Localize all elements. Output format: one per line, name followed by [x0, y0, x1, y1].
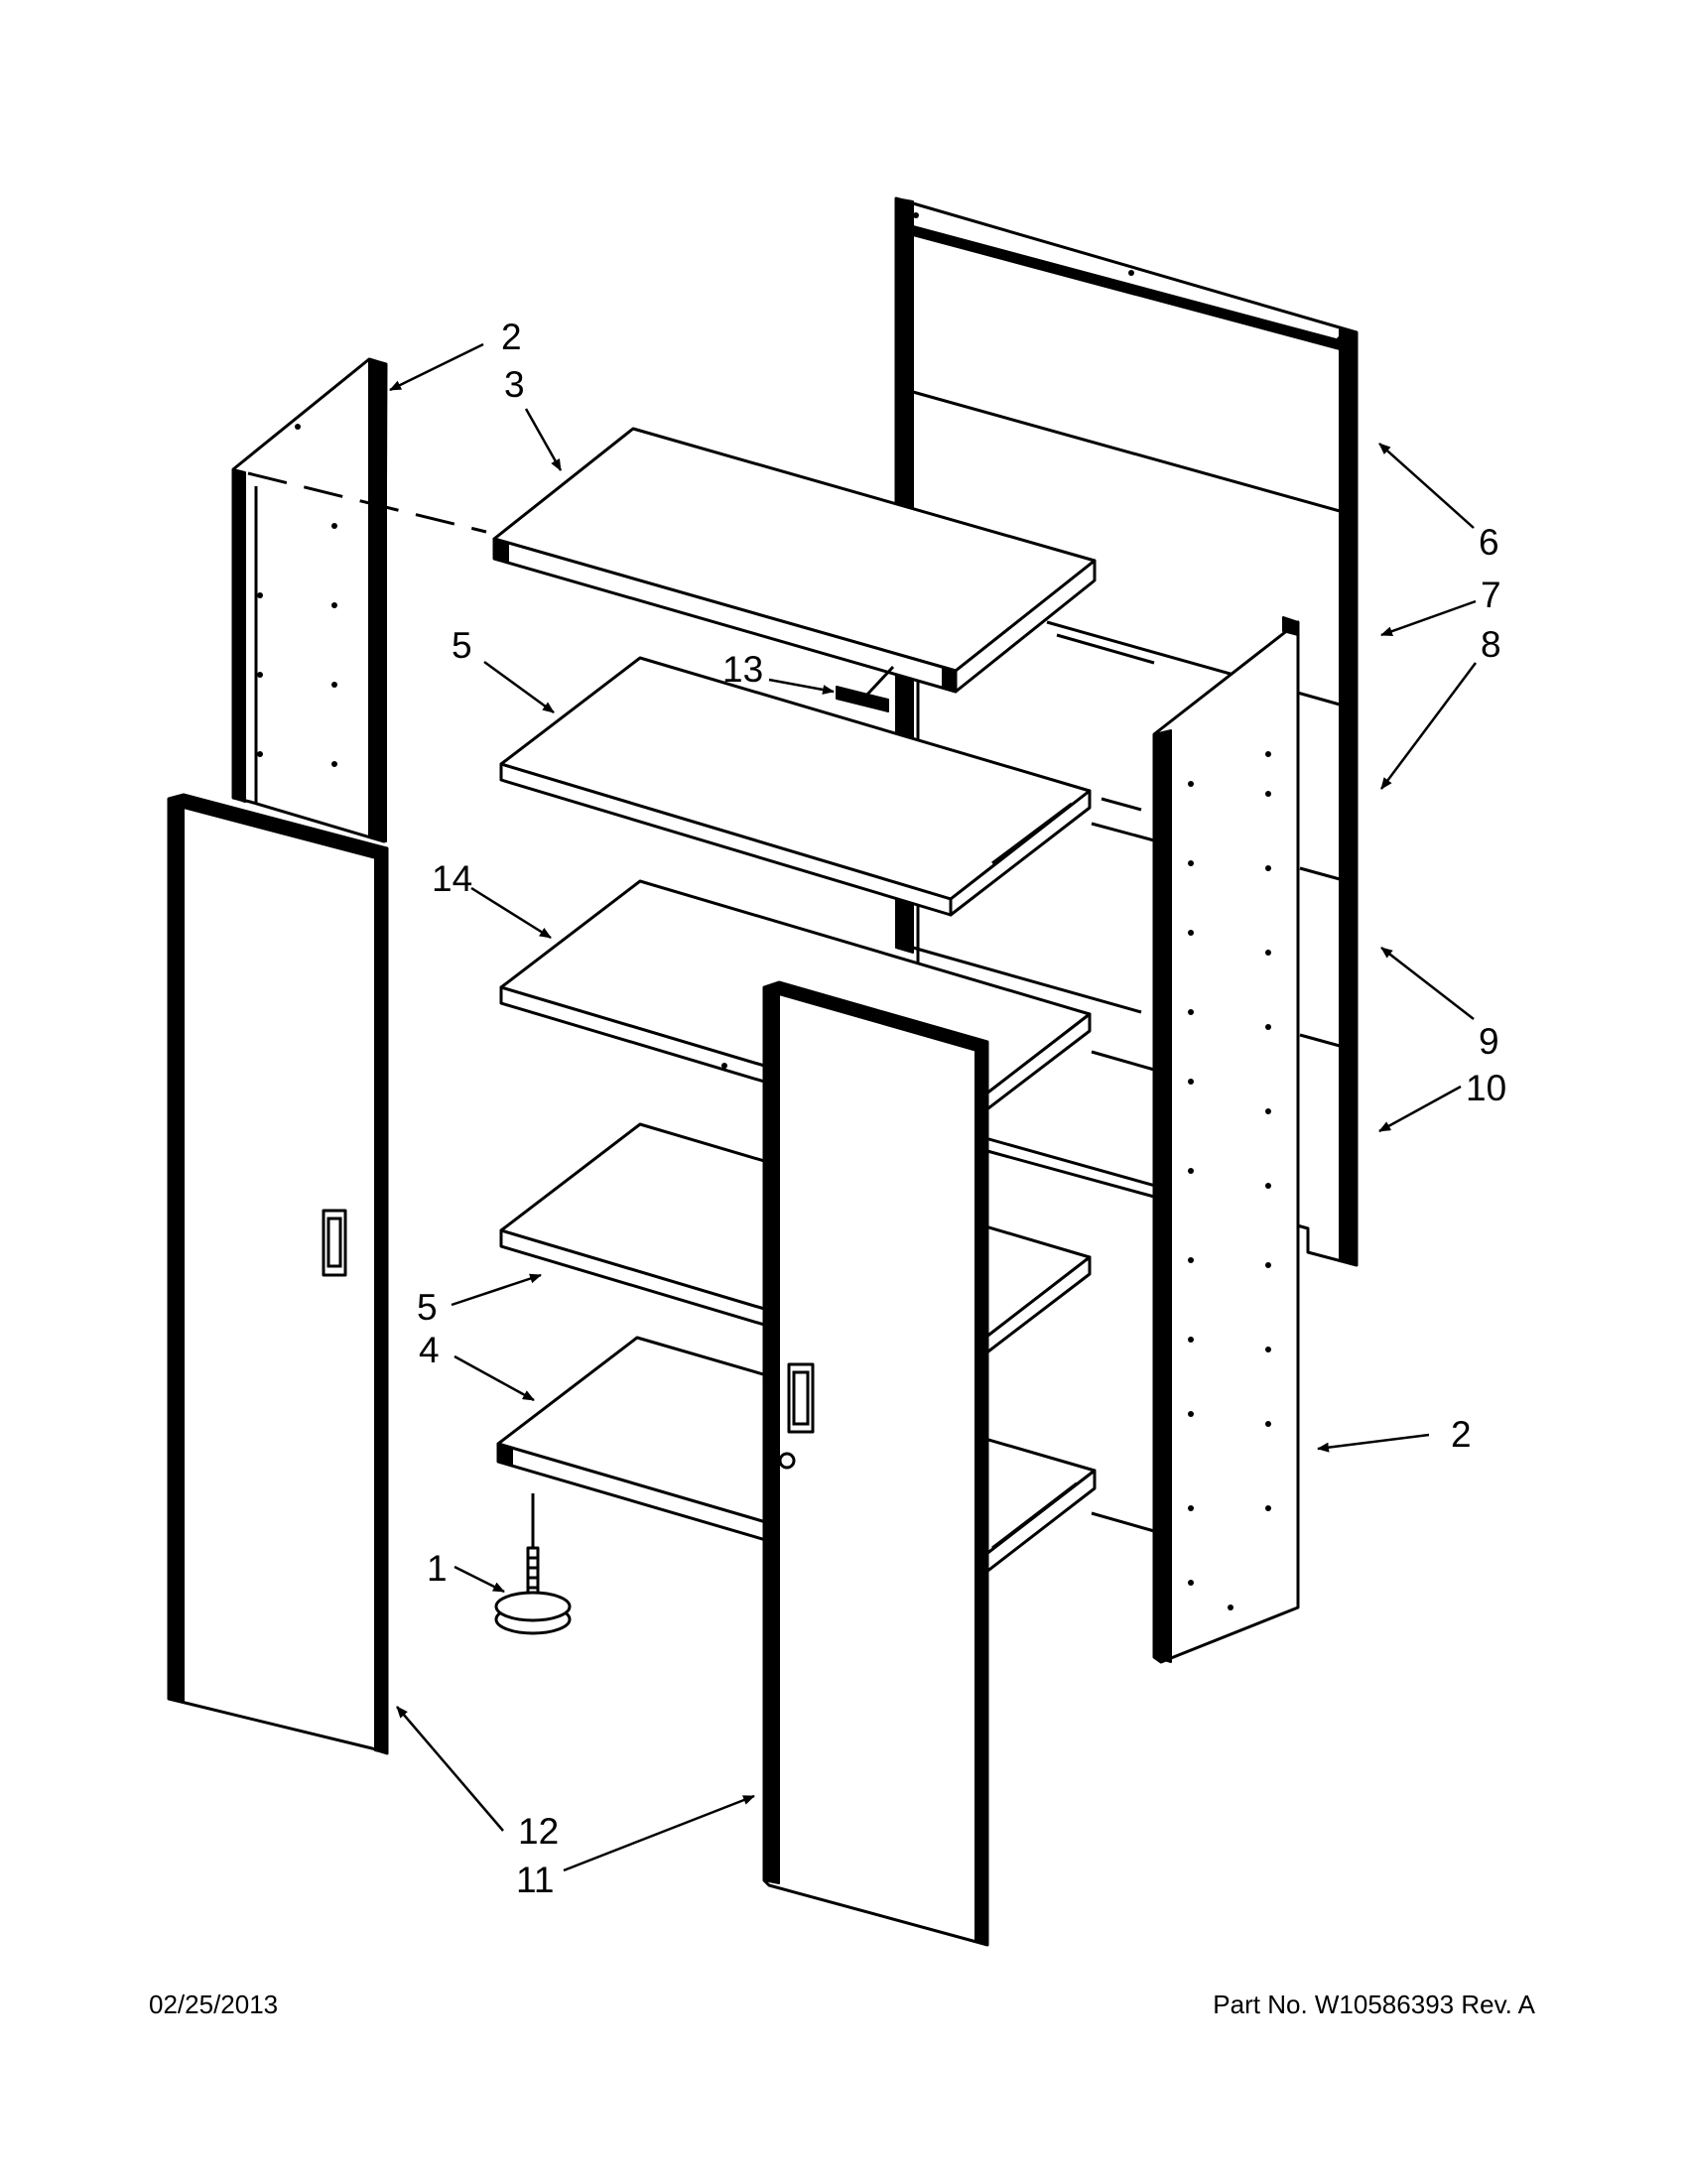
callout-10: 10 — [1466, 1068, 1506, 1108]
callout-5-upper: 5 — [452, 625, 472, 666]
callout-7: 7 — [1481, 575, 1501, 615]
left-door — [167, 793, 389, 1755]
leveling-foot — [494, 1493, 572, 1635]
rating-label — [836, 665, 895, 712]
callout-2-left: 2 — [501, 317, 522, 357]
footer-part-number: Part No. W10586393 Rev. A — [1213, 1990, 1535, 2019]
callout-12: 12 — [518, 1811, 559, 1852]
callout-5-lower: 5 — [417, 1287, 438, 1328]
callout-9: 9 — [1479, 1021, 1499, 1062]
callout-14: 14 — [432, 858, 472, 899]
callout-13: 13 — [722, 649, 763, 690]
callout-8: 8 — [1481, 624, 1501, 665]
leader-lines — [389, 342, 1478, 1872]
right-side-panel — [1152, 616, 1300, 1664]
callout-3: 3 — [504, 364, 525, 405]
left-side-panel — [231, 357, 487, 843]
callout-2-right: 2 — [1451, 1414, 1472, 1455]
callout-6: 6 — [1479, 522, 1499, 563]
shelf-upper — [499, 656, 1092, 917]
callout-1: 1 — [427, 1548, 448, 1589]
callout-11: 11 — [516, 1860, 554, 1900]
callout-4: 4 — [419, 1330, 440, 1370]
top-shelf — [492, 427, 1097, 694]
right-door — [762, 980, 989, 1947]
footer-date: 02/25/2013 — [149, 1990, 279, 2019]
callout-labels: 1 2 2 3 4 5 5 6 7 8 9 10 11 12 13 14 — [417, 317, 1506, 1900]
